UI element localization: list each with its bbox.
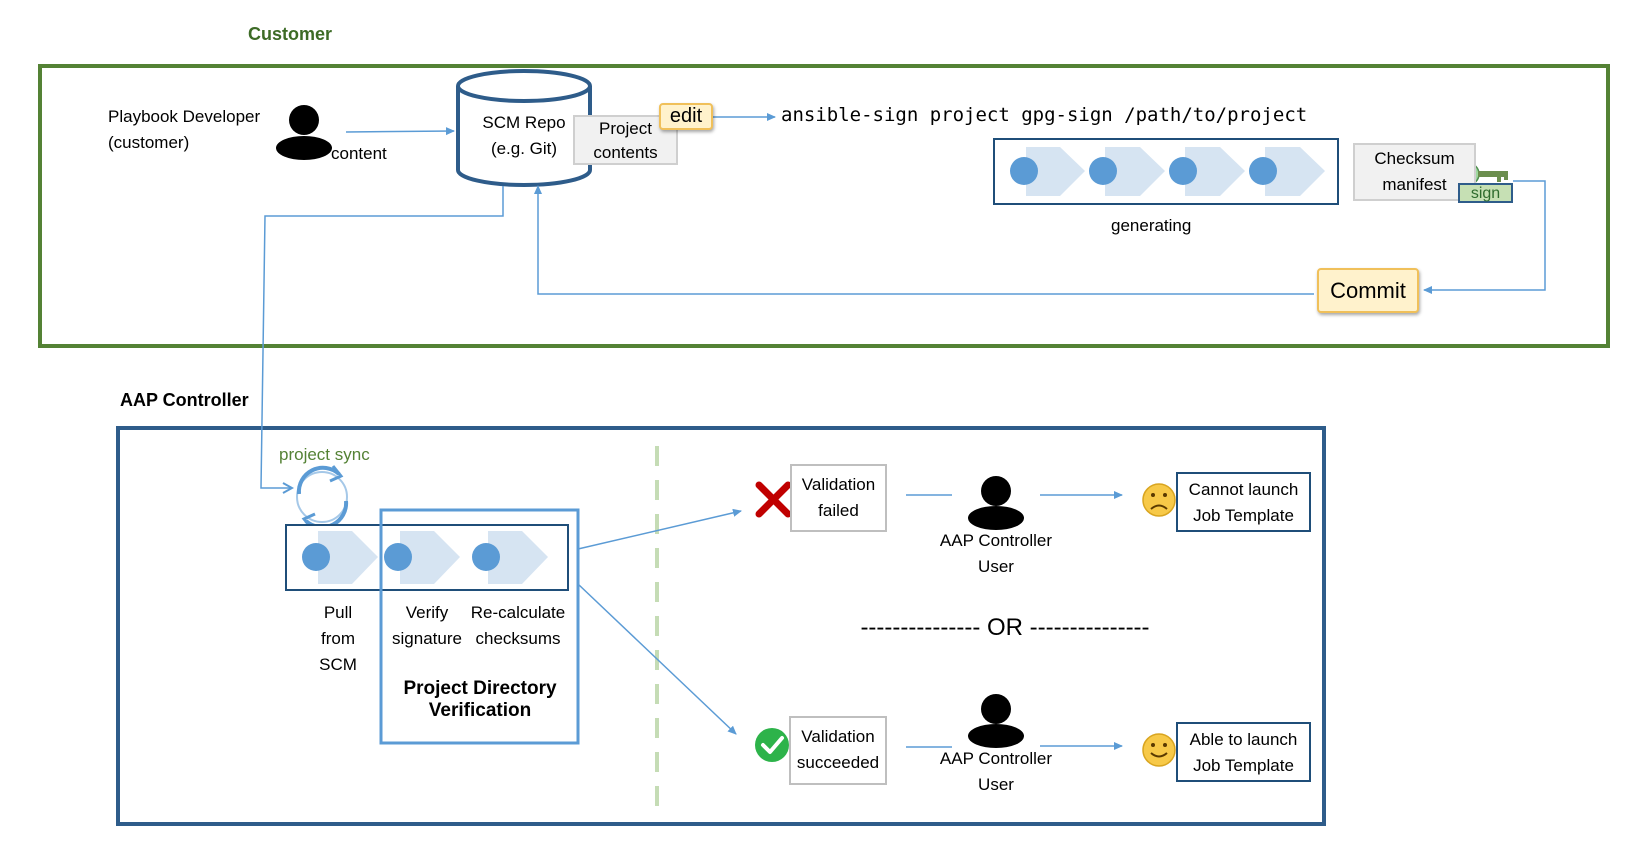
pipeline-chevrons — [318, 531, 548, 584]
person-icon — [276, 105, 332, 160]
arrow-to-succeeded — [577, 583, 737, 735]
step-pull-line3: SCM — [319, 655, 357, 674]
content-label: content — [331, 144, 387, 163]
scm-repo-label: SCM Repo (e.g. Git) — [470, 110, 578, 162]
sad-face-icon — [1142, 483, 1176, 517]
generating-label: generating — [1111, 216, 1192, 235]
step-verify-line1: Verify — [405, 603, 449, 622]
project-contents-line2: contents — [593, 143, 658, 162]
controller-container — [116, 426, 1326, 826]
green-check-icon — [755, 728, 789, 762]
sign-tag: sign — [1458, 183, 1513, 203]
validation-failed-line2: failed — [818, 501, 859, 520]
verification-line1: Project Directory — [403, 678, 557, 699]
cannot-launch-line1: Cannot launch — [1188, 480, 1299, 499]
playbook-developer-label: Playbook Developer (customer) — [108, 104, 260, 156]
person-icon — [968, 694, 1024, 748]
edit-tag: edit — [659, 103, 713, 130]
scm-repo-line2: (e.g. Git) — [490, 139, 558, 158]
controller-user-succeeded-line2: User — [978, 775, 1014, 794]
validation-succeeded-box: Validation succeeded — [789, 716, 887, 785]
validation-succeeded-line2: succeeded — [796, 753, 880, 772]
able-to-launch-line2: Job Template — [1193, 756, 1294, 775]
gpg-sign-command: ansible-sign project gpg-sign /path/to/p… — [781, 104, 1308, 126]
scm-to-sync-line — [260, 186, 504, 488]
cannot-launch-box: Cannot launch Job Template — [1176, 472, 1311, 532]
step-verify-line2: signature — [392, 629, 462, 648]
step-recalc-line2: checksums — [475, 629, 561, 648]
step-pull-line2: from — [321, 629, 355, 648]
controller-user-succeeded-line1: AAP Controller — [939, 749, 1053, 768]
step-pull-from-scm: Pull from SCM — [298, 600, 378, 678]
arrow-to-failed — [577, 508, 742, 550]
cannot-launch-line2: Job Template — [1193, 506, 1294, 525]
content-arrow — [345, 127, 455, 136]
able-to-launch-line1: Able to launch — [1189, 730, 1298, 749]
customer-section-title: Customer — [248, 24, 333, 44]
database-icon — [456, 69, 592, 187]
controller-user-label-failed: AAP Controller User — [926, 528, 1066, 580]
validation-failed-line1: Validation — [801, 475, 876, 494]
pipeline-dots — [302, 543, 500, 571]
controller-section-title: AAP Controller — [120, 390, 249, 410]
step-recalc-line1: Re-calculate — [470, 603, 566, 622]
step-pull-line1: Pull — [323, 603, 353, 622]
validation-failed-box: Validation failed — [790, 464, 887, 532]
customer-container — [38, 64, 1610, 348]
person-icon — [968, 476, 1024, 530]
able-to-launch-box: Able to launch Job Template — [1176, 722, 1311, 782]
commit-to-scm-line — [534, 185, 1314, 295]
controller-user-label-succeeded: AAP Controller User — [926, 746, 1066, 798]
checksum-manifest-box: Checksum manifest — [1353, 143, 1476, 201]
or-divider: --------------- OR --------------- — [860, 614, 1150, 641]
commit-tag: Commit — [1317, 268, 1419, 313]
step-recalculate-checksums: Re-calculate checksums — [463, 600, 573, 652]
verification-frame — [379, 508, 580, 745]
generating-dots — [1010, 157, 1277, 185]
checksum-manifest-line2: manifest — [1382, 175, 1447, 194]
sync-icon — [296, 465, 349, 530]
project-sync-label: project sync — [279, 445, 370, 464]
verification-line2: Verification — [428, 700, 532, 721]
controller-user-failed-line1: AAP Controller — [939, 531, 1053, 550]
sign-to-commit-line — [1423, 180, 1546, 294]
playbook-developer-line1: Playbook Developer — [108, 107, 261, 126]
controller-user-failed-line2: User — [978, 557, 1014, 576]
playbook-developer-line2: (customer) — [108, 133, 190, 152]
validation-succeeded-line1: Validation — [801, 727, 875, 746]
generating-chevrons — [1026, 147, 1325, 196]
project-contents-line1: Project — [599, 119, 652, 138]
verification-title: Project Directory Verification — [383, 678, 577, 722]
happy-face-icon — [1142, 733, 1176, 767]
scm-repo-line1: SCM Repo — [482, 113, 566, 132]
step-verify-signature: Verify signature — [382, 600, 472, 652]
red-x-icon — [755, 481, 792, 518]
checksum-manifest-line1: Checksum — [1374, 149, 1455, 168]
